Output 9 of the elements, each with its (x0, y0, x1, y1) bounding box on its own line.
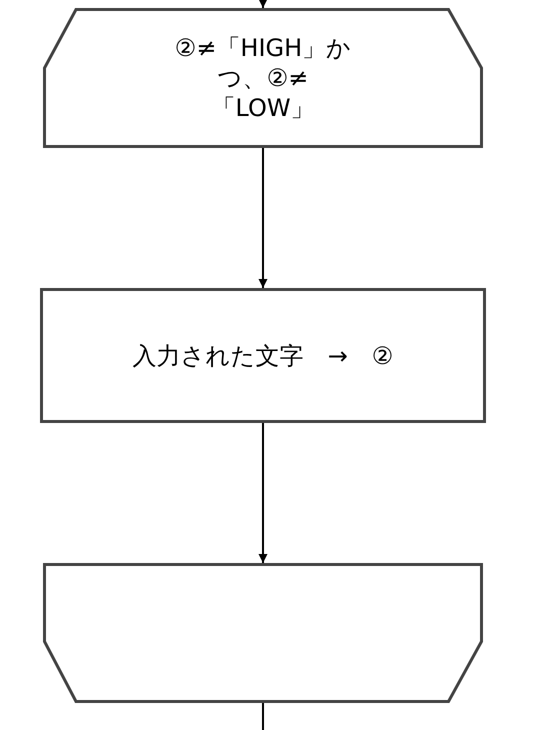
loop-end-box (43, 563, 483, 703)
arrow (258, 0, 268, 8)
connector-line (262, 703, 264, 730)
process-box (40, 288, 486, 423)
arrow (258, 423, 268, 563)
condition-text: ②≠「HIGH」かつ、②≠「LOW」 (174, 33, 352, 123)
process-text: 入力された文字 → ② (132, 340, 394, 370)
loop-start-box (43, 8, 483, 148)
arrow (258, 148, 268, 288)
